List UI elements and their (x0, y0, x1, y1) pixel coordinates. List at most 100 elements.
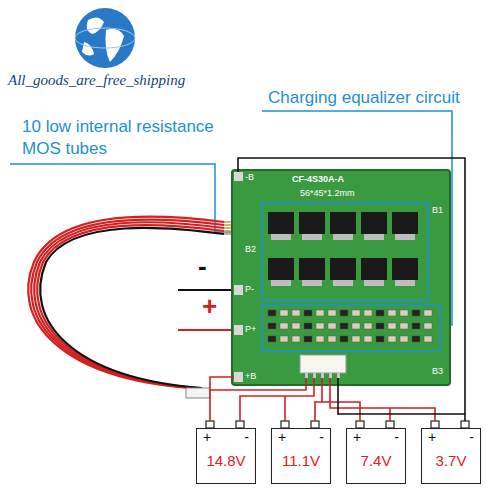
board-marking: 56*45*1.2mm (300, 188, 355, 198)
battery-terminal (356, 421, 364, 428)
connector-pin (305, 373, 308, 378)
smd-part (400, 310, 408, 316)
battery-wire (315, 378, 322, 421)
board-marking: +B (245, 371, 256, 381)
battery-terminal (311, 421, 319, 428)
terminal-signs: +- (197, 429, 255, 445)
board-marking: P+ (245, 324, 256, 334)
smd-part (388, 310, 396, 316)
callout-text: Charging equalizer circuit (268, 88, 460, 108)
battery-cell: +-11.1V (271, 428, 331, 484)
battery-terminal (461, 421, 469, 428)
pad (234, 325, 243, 335)
mos-tube (268, 212, 294, 234)
battery-terminal (386, 421, 394, 428)
terminal-sign: - (319, 429, 324, 445)
smd-part (316, 310, 324, 316)
connector-pin (321, 373, 324, 378)
mos-tube (330, 258, 356, 280)
smd-part (328, 310, 336, 316)
wire-tip (224, 227, 231, 229)
harness-wire (31, 219, 224, 388)
harness-wire (28, 217, 224, 388)
terminal-sign: + (428, 429, 436, 445)
smd-part (304, 323, 312, 329)
smd-part (280, 336, 288, 342)
battery-wire (322, 402, 360, 421)
smd-part (412, 310, 420, 316)
smd-part (340, 310, 348, 316)
terminal-signs: +- (422, 429, 480, 445)
terminal-sign: - (394, 429, 399, 445)
smd-part (364, 310, 372, 316)
mos-tab (271, 234, 291, 240)
wire-tip (224, 230, 231, 232)
globe-logo (75, 8, 135, 68)
terminal-sign: + (353, 429, 361, 445)
smd-part (292, 323, 300, 329)
board-marking: P- (245, 284, 254, 294)
battery-wire (238, 158, 465, 421)
battery-terminal (431, 421, 439, 428)
connector-pin (329, 373, 332, 378)
smd-part (316, 323, 324, 329)
smd-part (364, 323, 372, 329)
mos-tube (299, 258, 325, 280)
callout-text: 10 low internal resistance MOS tubes (22, 116, 214, 160)
wire-harness (28, 217, 231, 388)
mos-tab (364, 280, 384, 286)
smd-part (400, 323, 408, 329)
smd-part (412, 323, 420, 329)
battery-wire (210, 377, 234, 421)
battery-terminal (206, 421, 214, 428)
smd-part (400, 336, 408, 342)
harness-wire (37, 225, 224, 388)
smd-part (388, 336, 396, 342)
battery-wiring (206, 158, 469, 428)
mos-tube (361, 258, 387, 280)
highlight-frame (262, 203, 428, 300)
cell-voltage: 3.7V (422, 451, 480, 471)
pad (234, 372, 243, 382)
wire-tip (224, 224, 231, 226)
pcb-board (232, 170, 450, 385)
smd-part (376, 336, 384, 342)
harness-wire (40, 228, 224, 388)
mos-tube (330, 212, 356, 234)
smd-part (292, 310, 300, 316)
mos-tab (302, 280, 322, 286)
wire-tip (224, 221, 231, 223)
mos-tab (333, 280, 353, 286)
smd-part (412, 336, 420, 342)
mos-tube (268, 258, 294, 280)
smd-part (352, 323, 360, 329)
terminal-sign: - (244, 429, 249, 445)
smd-part (280, 323, 288, 329)
mos-tube (299, 212, 325, 234)
mos-tube (392, 258, 418, 280)
smd-part (328, 336, 336, 342)
smd-part (352, 310, 360, 316)
balance-components (268, 310, 432, 342)
board-marking: B2 (245, 244, 256, 254)
board-marking: CF-4S30A-A (292, 174, 344, 184)
battery-terminal (281, 421, 289, 428)
smd-part (280, 310, 288, 316)
harness-wire (34, 222, 224, 388)
negative-lead (178, 289, 233, 291)
smd-part (292, 336, 300, 342)
board-marking: + (202, 292, 217, 322)
connector-pin (337, 373, 340, 378)
mos-tab (302, 234, 322, 240)
callout-text: All_goods_are_free_shipping (8, 72, 185, 89)
battery-wire (210, 378, 306, 390)
harness-connector (186, 388, 210, 398)
smd-part (304, 336, 312, 342)
battery-cell: +- 3.7V (421, 428, 481, 484)
mos-tube (392, 212, 418, 234)
highlight-frame (262, 305, 440, 351)
pad (234, 172, 243, 181)
battery-wire (240, 378, 314, 421)
positive-lead (178, 329, 233, 331)
